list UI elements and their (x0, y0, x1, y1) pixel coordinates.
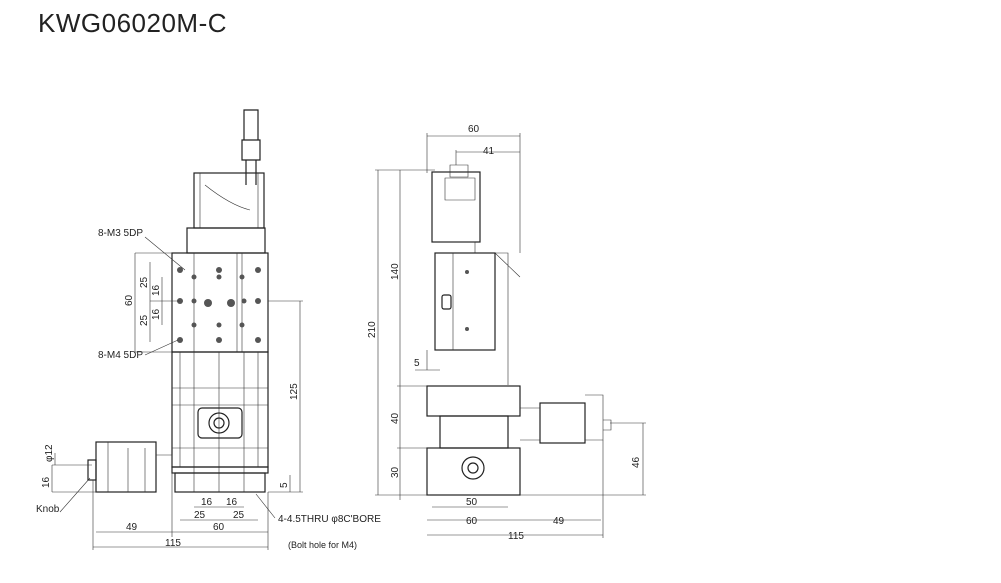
dim-25a: 25 (139, 276, 150, 288)
knob-motor (95, 441, 157, 493)
dim-b25a: 25 (194, 510, 206, 521)
side-middle (426, 385, 521, 417)
side-motor-top (431, 171, 481, 243)
dim-b60: 60 (466, 516, 478, 527)
front-view: 8-M3 5DP 8-M4 5DP Knob 4-4.5THRU φ8C'BOR… (36, 109, 381, 550)
dim-16a: 16 (151, 284, 162, 296)
callout-bore: 4-4.5THRU φ8C'BORE (278, 514, 381, 525)
dim-b25b: 25 (233, 510, 245, 521)
callout-m4: 8-M4 5DP (98, 350, 143, 361)
motor-top (193, 172, 265, 229)
side-view: 60 41 210 140 5 40 30 46 50 60 49 115 (367, 124, 646, 542)
dim-40: 40 (390, 412, 401, 424)
motor-bracket (186, 227, 266, 254)
dim-5: 5 (414, 358, 420, 369)
dim-b16b: 16 (226, 497, 238, 508)
callout-m3: 8-M3 5DP (98, 228, 143, 239)
side-column (434, 252, 496, 351)
dim-5: 5 (279, 482, 290, 488)
dim-125: 125 (289, 383, 300, 400)
dim-top-41: 41 (483, 146, 495, 157)
lower-body (171, 351, 269, 468)
dim-16-knob: 16 (41, 476, 52, 488)
dim-b115: 115 (165, 538, 181, 549)
dim-30: 30 (390, 466, 401, 478)
dim-b115: 115 (508, 531, 524, 542)
callout-knob: Knob (36, 504, 60, 515)
dim-b49: 49 (553, 516, 565, 527)
dim-25b: 25 (139, 314, 150, 326)
callout-bolt: (Bolt hole for M4) (288, 540, 357, 550)
dim-b50: 50 (466, 497, 478, 508)
dim-140: 140 (390, 263, 401, 280)
dim-16b: 16 (151, 308, 162, 320)
side-base (426, 447, 521, 496)
drawing-title: KWG06020M-C (38, 8, 227, 38)
connector (241, 109, 261, 185)
dim-b60: 60 (213, 522, 225, 533)
dim-210: 210 (367, 321, 378, 338)
dim-b49: 49 (126, 522, 138, 533)
dim-top-60: 60 (468, 124, 480, 135)
dim-46: 46 (631, 456, 642, 468)
dim-60v: 60 (124, 294, 135, 306)
knob (87, 459, 97, 481)
dim-phi12: φ12 (44, 444, 55, 462)
side-motor (539, 402, 586, 444)
dim-b16a: 16 (201, 497, 213, 508)
